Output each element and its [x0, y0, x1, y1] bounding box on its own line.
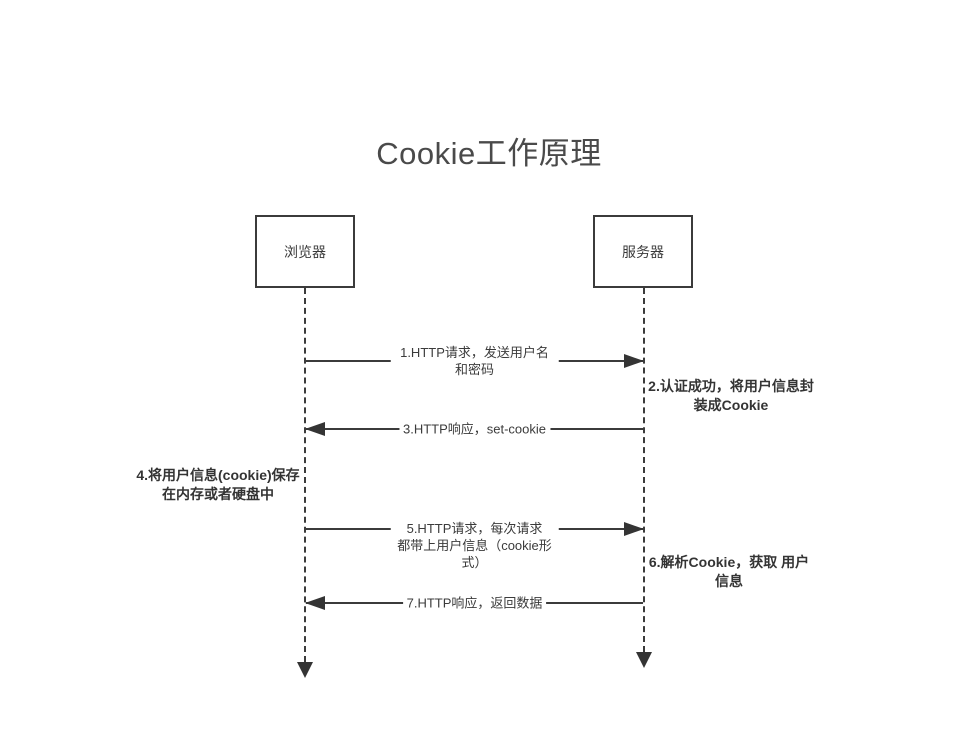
message-1-label: 1.HTTP请求，发送用户名和密码 [390, 344, 559, 378]
arrow-right-icon [624, 522, 644, 536]
note-4-browser-save-cookie: 4.将用户信息(cookie)保存 在内存或者硬盘中 [136, 467, 300, 502]
message-3-http-response: 3.HTTP响应，set-cookie [305, 420, 643, 438]
arrow-left-icon [305, 596, 325, 610]
lifeline-browser [304, 288, 306, 662]
arrow-right-icon [624, 354, 644, 368]
lifeline-server [643, 288, 645, 652]
message-1-http-request: 1.HTTP请求，发送用户名和密码 [306, 344, 644, 378]
message-5-label: 5.HTTP请求，每次请求 都带上用户信息（cookie形式） [390, 520, 559, 571]
arrow-down-icon [297, 662, 313, 678]
note-2-server-encapsulate-cookie: 2.认证成功，将用户信息封 装成Cookie [648, 378, 814, 413]
actor-label-browser: 浏览器 [284, 243, 326, 260]
message-3-label: 3.HTTP响应，set-cookie [398, 420, 551, 438]
message-7-label: 7.HTTP响应，返回数据 [402, 594, 547, 612]
message-5-http-request: 5.HTTP请求，每次请求 都带上用户信息（cookie形式） [306, 520, 644, 571]
arrow-down-icon [636, 652, 652, 668]
actor-box-browser: 浏览器 [255, 215, 355, 288]
note-6-server-parse-cookie: 6.解析Cookie，获取 用户 信息 [648, 554, 810, 589]
arrow-left-icon [305, 422, 325, 436]
actor-box-server: 服务器 [593, 215, 693, 288]
actor-label-server: 服务器 [622, 243, 664, 260]
diagram-title: Cookie工作原理 [376, 136, 602, 171]
message-7-http-response: 7.HTTP响应，返回数据 [305, 594, 643, 612]
